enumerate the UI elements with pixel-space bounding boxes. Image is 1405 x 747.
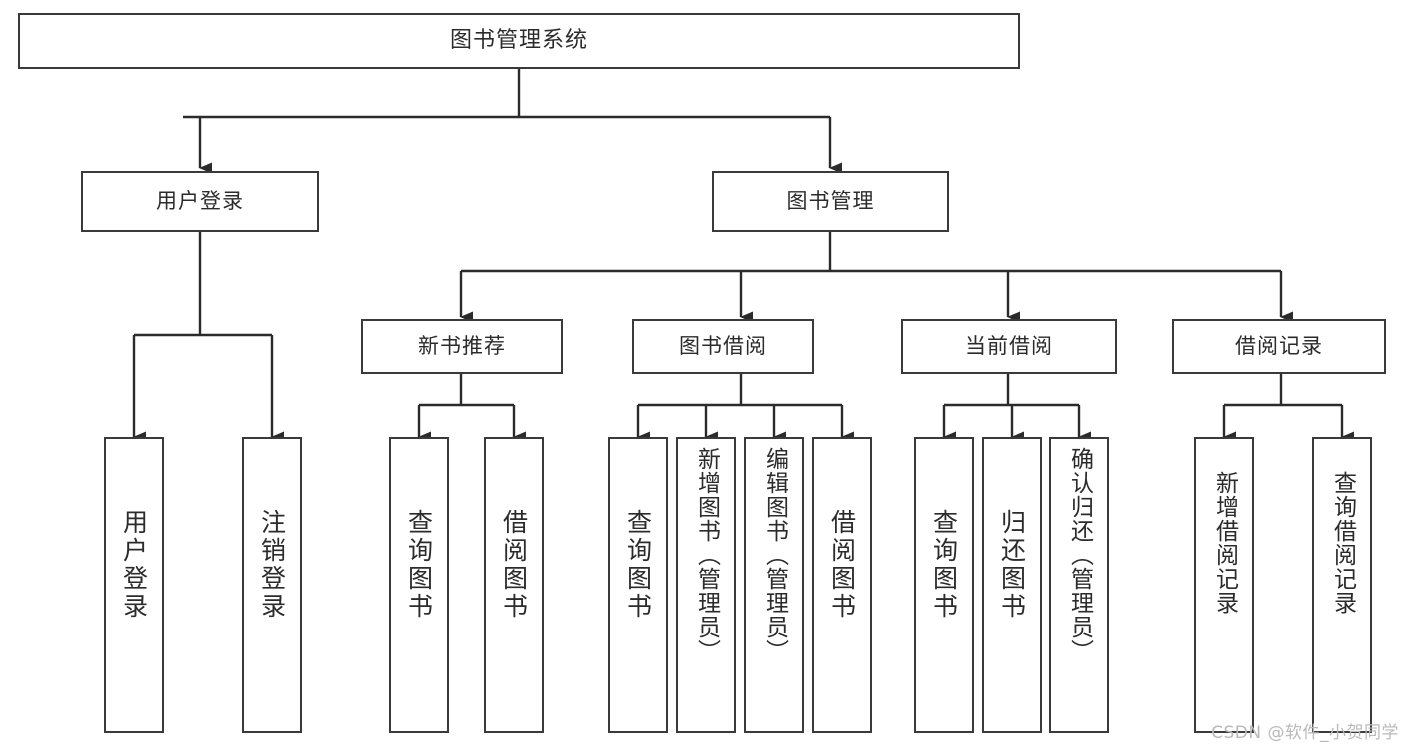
- node-book-manage-label: 图书管理: [786, 189, 875, 214]
- leaf-confirm-return-label: 确认归还（管理员）: [1066, 447, 1093, 663]
- leaf-query-book-2[interactable]: 查询图书: [608, 437, 668, 733]
- leaf-edit-book[interactable]: 编辑图书（管理员）: [744, 437, 804, 733]
- node-book-borrow[interactable]: 图书借阅: [632, 319, 814, 374]
- leaf-add-record-label: 新增借阅记录: [1211, 471, 1238, 615]
- leaf-borrow-book-1-label: 借阅图书: [499, 509, 529, 621]
- node-new-book-recommend-label: 新书推荐: [418, 334, 506, 359]
- leaf-borrow-book-1[interactable]: 借阅图书: [484, 437, 544, 733]
- node-user-login[interactable]: 用户登录: [81, 171, 319, 232]
- leaf-add-book[interactable]: 新增图书（管理员）: [676, 437, 736, 733]
- watermark: CSDN @软件_小贺同学: [1211, 723, 1399, 743]
- leaf-return-book-label: 归还图书: [997, 509, 1027, 621]
- node-current-borrow-label: 当前借阅: [965, 334, 1053, 359]
- node-new-book-recommend[interactable]: 新书推荐: [361, 319, 563, 374]
- node-current-borrow[interactable]: 当前借阅: [901, 319, 1117, 374]
- leaf-borrow-book-2-label: 借阅图书: [827, 509, 857, 621]
- node-book-manage[interactable]: 图书管理: [712, 171, 949, 232]
- leaf-add-record[interactable]: 新增借阅记录: [1194, 437, 1254, 733]
- leaf-query-book-3[interactable]: 查询图书: [914, 437, 974, 733]
- leaf-query-book-1[interactable]: 查询图书: [389, 437, 449, 733]
- leaf-return-book[interactable]: 归还图书: [982, 437, 1042, 733]
- node-borrow-record-label: 借阅记录: [1235, 334, 1323, 359]
- leaf-query-book-1-label: 查询图书: [404, 509, 434, 621]
- leaf-edit-book-label: 编辑图书（管理员）: [761, 447, 788, 663]
- leaf-logout[interactable]: 注销登录: [242, 437, 302, 733]
- leaf-query-record[interactable]: 查询借阅记录: [1312, 437, 1372, 733]
- leaf-add-book-label: 新增图书（管理员）: [693, 447, 720, 663]
- leaf-user-login[interactable]: 用户登录: [104, 437, 164, 733]
- leaf-user-login-label: 用户登录: [119, 509, 149, 621]
- leaf-query-book-2-label: 查询图书: [623, 509, 653, 621]
- leaf-query-record-label: 查询借阅记录: [1329, 471, 1356, 615]
- node-user-login-label: 用户登录: [156, 189, 244, 214]
- node-root[interactable]: 图书管理系统: [18, 13, 1020, 69]
- leaf-borrow-book-2[interactable]: 借阅图书: [812, 437, 872, 733]
- node-borrow-record[interactable]: 借阅记录: [1172, 319, 1386, 374]
- leaf-confirm-return[interactable]: 确认归还（管理员）: [1049, 437, 1109, 733]
- leaf-logout-label: 注销登录: [257, 509, 287, 621]
- node-root-label: 图书管理系统: [449, 28, 588, 54]
- node-book-borrow-label: 图书借阅: [679, 334, 767, 359]
- leaf-query-book-3-label: 查询图书: [929, 509, 959, 621]
